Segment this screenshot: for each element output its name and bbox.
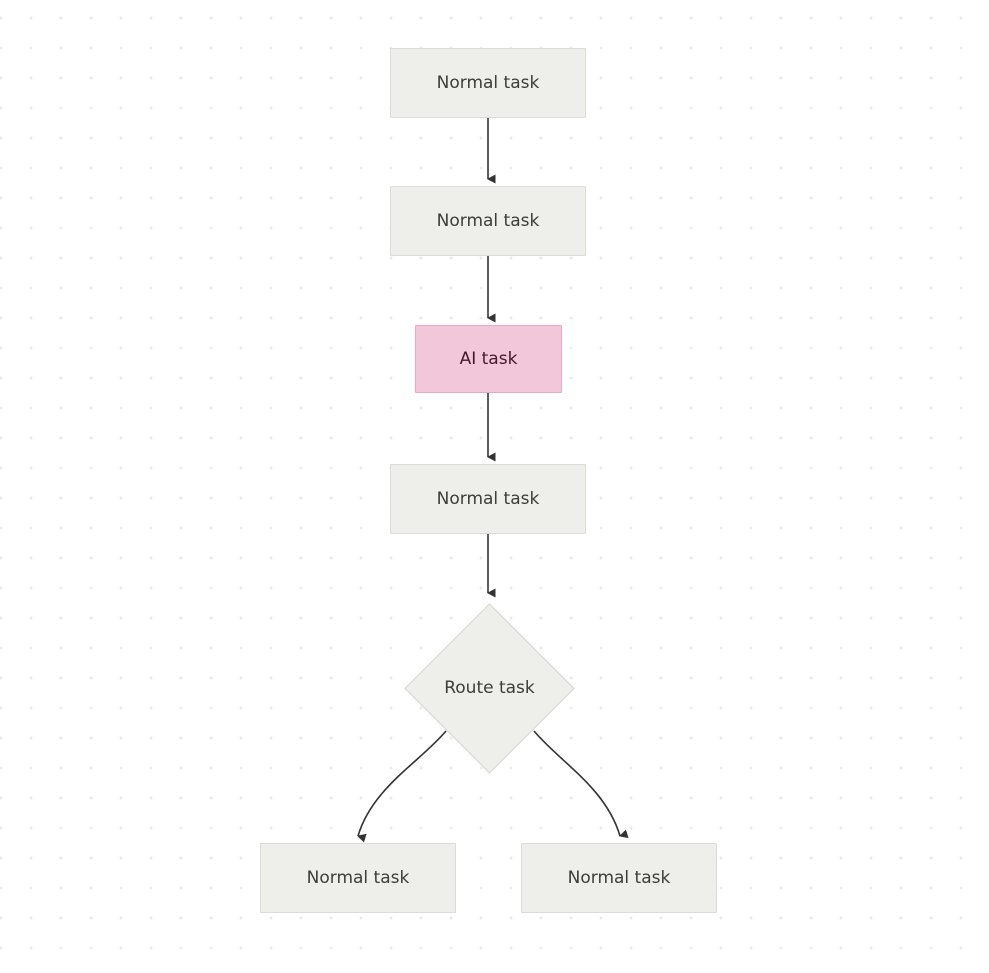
- node-normal-task-1[interactable]: Normal task: [390, 48, 586, 118]
- node-label: Route task: [444, 678, 535, 699]
- node-normal-task-2[interactable]: Normal task: [390, 186, 586, 256]
- node-label: Normal task: [436, 72, 540, 93]
- node-label: Normal task: [567, 867, 671, 888]
- node-label: Normal task: [436, 210, 540, 231]
- node-label: Normal task: [306, 867, 410, 888]
- node-route-task[interactable]: Route task: [404, 603, 575, 774]
- node-ai-task[interactable]: AI task: [415, 325, 562, 393]
- node-normal-task-3[interactable]: Normal task: [390, 464, 586, 534]
- node-label: Normal task: [436, 488, 540, 509]
- node-label: AI task: [459, 348, 518, 369]
- node-normal-task-4[interactable]: Normal task: [260, 843, 456, 913]
- diamond-shape-icon: [404, 603, 575, 774]
- node-normal-task-5[interactable]: Normal task: [521, 843, 717, 913]
